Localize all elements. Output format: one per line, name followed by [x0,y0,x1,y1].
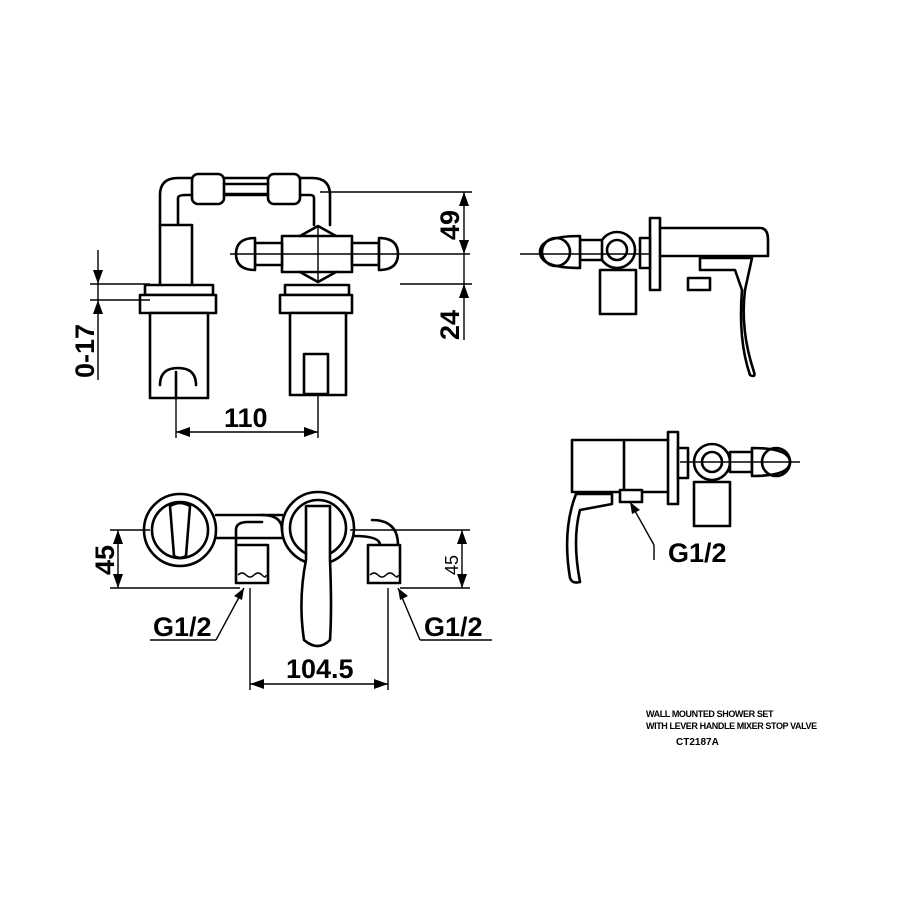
dim-104-5: 104.5 [286,654,354,684]
side-view-left: G1/2 [565,430,800,584]
dim-24: 24 [435,310,465,340]
front-view-dimensions: 49 24 0-17 110 [70,191,472,438]
title-line-1: WALL MOUNTED SHOWER SET [646,709,774,719]
side-view-right [520,216,770,378]
dim-45-right: 45 [442,555,462,575]
top-view [142,490,402,648]
dim-110: 110 [224,403,268,433]
dim-0-17: 0-17 [70,324,100,378]
thread-label-bottom-left: G1/2 [153,612,212,642]
title-block: WALL MOUNTED SHOWER SET WITH LEVER HANDL… [646,709,818,748]
top-view-dimensions: 45 45 104.5 G1/2 G1/2 [90,529,492,690]
dim-45-left: 45 [90,545,120,575]
thread-label-bottom-right: G1/2 [424,612,483,642]
title-line-2: WITH LEVER HANDLE MIXER STOP VALVE [646,721,817,731]
model-code: CT2187A [676,737,719,748]
dim-49: 49 [435,210,465,240]
thread-label-side: G1/2 [668,538,727,568]
front-view [138,172,470,400]
